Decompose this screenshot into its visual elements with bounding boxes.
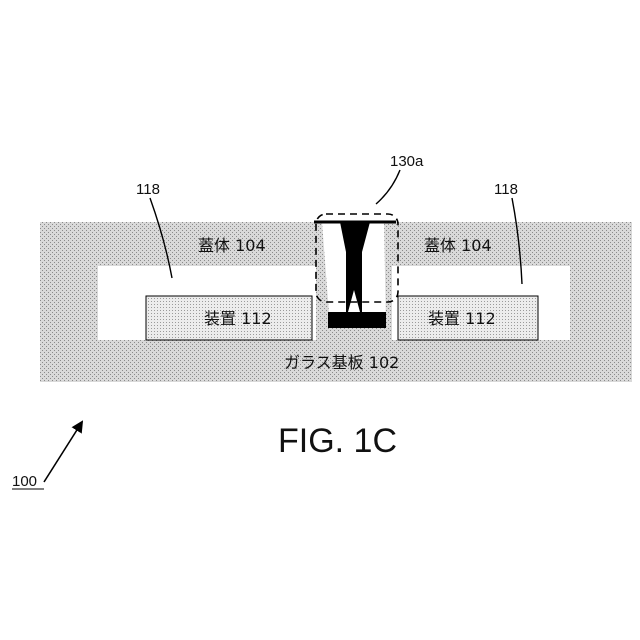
device-label-right: 装置 112: [428, 309, 496, 328]
metal-pad: [328, 312, 386, 328]
ref-130a: 130a: [390, 153, 424, 170]
substrate-label: ガラス基板 102: [284, 353, 399, 372]
assembly-ref-100: 100: [12, 473, 37, 490]
device-label-left: 装置 112: [204, 309, 272, 328]
leader-130a: [376, 170, 400, 204]
arrow-100: [44, 422, 82, 482]
ref-118-right: 118: [494, 181, 518, 198]
lid-label-left: 蓋体 104: [198, 236, 266, 255]
lid-label-right: 蓋体 104: [424, 236, 492, 255]
figure-title: FIG. 1C: [278, 422, 397, 460]
ref-118-left: 118: [136, 181, 160, 198]
